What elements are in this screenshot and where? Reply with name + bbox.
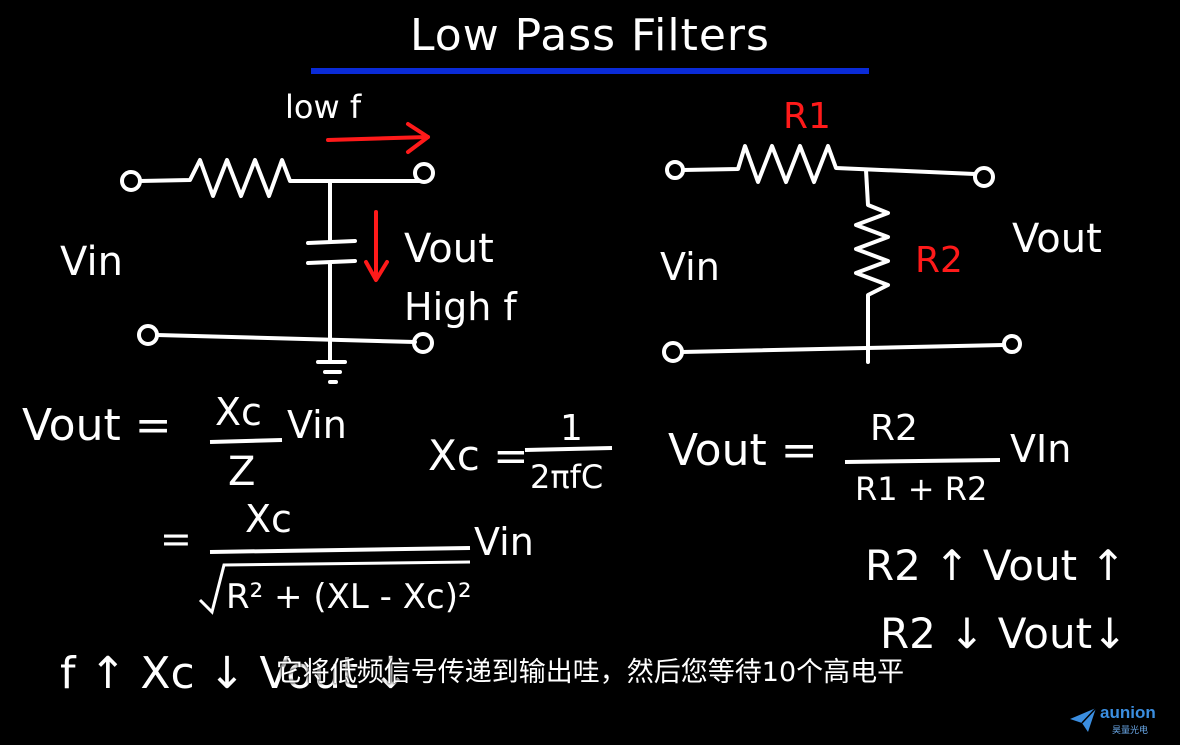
resistor-r1 <box>681 144 977 184</box>
high-f-label: High f <box>404 285 518 329</box>
fraction-bar-2 <box>209 546 471 554</box>
r2-down-relation: R2 ↓ Vout↓ <box>880 609 1127 658</box>
rr-input-terminal-bottom <box>662 341 684 363</box>
fraction-bar-3 <box>524 446 613 452</box>
title-underline-bar <box>311 68 869 74</box>
xc-over-z-denominator: Z <box>228 449 255 495</box>
input-terminal-top <box>120 170 142 192</box>
rr-bottom-rail <box>680 343 1005 354</box>
rc-vout-label: Vout <box>404 226 494 272</box>
sqrt-denominator: R² + (XL - Xc)² <box>226 577 472 617</box>
r2-up-relation: R2 ↑ Vout ↑ <box>865 541 1126 590</box>
vin-1: Vin <box>287 403 347 447</box>
page-title: Low Pass Filters <box>410 10 770 61</box>
video-subtitle: 它将低频信号传递到输出哇，然后您等待10个高电平 <box>275 657 905 688</box>
rc-vin-label: Vin <box>60 239 123 285</box>
fraction-bar-4 <box>844 458 1001 464</box>
divider-eq-lhs: Vout = <box>668 425 818 476</box>
rr-output-terminal-bottom <box>1002 334 1022 354</box>
equals-2: = <box>160 517 192 561</box>
rr-vin-label: Vin <box>660 245 720 289</box>
vout-eq-lhs: Vout = <box>22 400 172 451</box>
fraction-bar-1 <box>209 438 283 444</box>
low-f-arrow-icon <box>326 135 430 142</box>
divider-vin: VIn <box>1010 427 1071 471</box>
brand-logo: aunion 昊量光电 <box>1068 703 1168 737</box>
xc-def-numerator: 1 <box>560 408 583 449</box>
xc-def-lhs: Xc = <box>428 431 528 480</box>
low-f-label: low f <box>285 88 362 126</box>
divider-numerator: R2 <box>870 408 918 449</box>
resistor-r2 <box>854 168 890 364</box>
rr-circuit <box>662 144 1022 364</box>
rr-input-terminal-top <box>665 160 685 180</box>
xc-def-denominator: 2πfC <box>530 458 603 496</box>
xc-numerator-2: Xc <box>245 497 292 541</box>
rr-vout-label: Vout <box>1012 216 1102 262</box>
rc-circuit <box>120 158 435 384</box>
output-terminal-top <box>413 162 435 184</box>
xc-over-z-numerator: Xc <box>215 390 262 434</box>
paper-plane-icon <box>1070 707 1097 732</box>
divider-denominator: R1 + R2 <box>855 470 987 508</box>
freq-relation: f ↑ Xc ↓ Vout ↓ <box>60 648 409 699</box>
sqrt-sign <box>198 560 471 615</box>
logo-name: aunion <box>1100 703 1156 722</box>
input-terminal-bottom <box>137 324 159 346</box>
cap-plate-top <box>306 239 357 245</box>
ground-rail <box>155 333 417 344</box>
vin-2: Vin <box>474 520 534 564</box>
r2-label: R2 <box>915 240 963 281</box>
logo-subtitle: 昊量光电 <box>1112 726 1149 736</box>
r1-label: R1 <box>783 96 831 137</box>
output-terminal-bottom <box>412 332 434 354</box>
ground-symbol <box>316 360 347 384</box>
rc-red-arrows <box>326 122 430 282</box>
resistor-r <box>138 158 422 198</box>
rr-output-terminal-top <box>973 166 995 188</box>
